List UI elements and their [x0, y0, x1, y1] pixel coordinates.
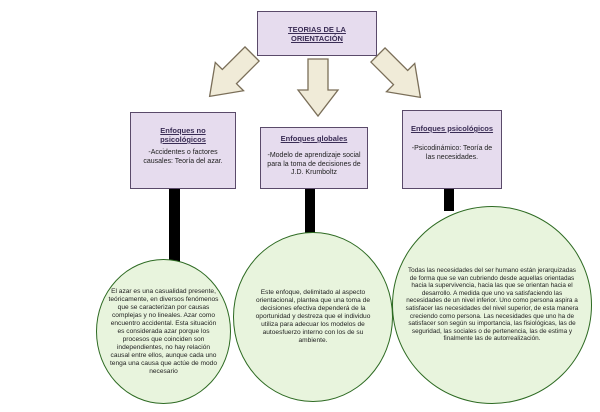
branch-title: Enfoques psicológicos	[409, 124, 495, 133]
branch-title-line1: Enfoques psicológicos	[410, 124, 494, 133]
root-title: TEORIAS DE LA ORIENTACIÓN	[258, 25, 376, 43]
branch-title-line1: Enfoques globales	[280, 134, 348, 143]
root-node: TEORIAS DE LA ORIENTACIÓN	[257, 11, 377, 56]
branch-description: -Modelo de aprendizaje social para la to…	[267, 152, 361, 176]
root-title-line1: TEORIAS DE LA	[288, 25, 346, 34]
branch-node-global: Enfoques globales -Modelo de aprendizaje…	[260, 127, 368, 189]
branch-description: -Psicodinámico: Teoría de las necesidade…	[411, 145, 493, 161]
circle-global: Este enfoque, delimitado al aspecto orie…	[233, 232, 393, 402]
circle-psychological: Todas las necesidades del ser humano est…	[392, 206, 592, 404]
stem-left	[169, 189, 180, 264]
branch-title: Enfoques no psicológicos	[137, 126, 229, 144]
branch-title: Enfoques globales	[267, 134, 361, 143]
branch-title-line2: psicológicos	[160, 135, 206, 144]
stem-center	[305, 189, 315, 237]
arrow-right	[369, 46, 422, 99]
circle-text: Este enfoque, delimitado al aspecto orie…	[255, 289, 371, 344]
arrow-center	[296, 58, 340, 118]
branch-node-non-psychological: Enfoques no psicológicos -Accidentes o f…	[130, 112, 236, 189]
branch-description: -Accidentes o factores causales: Teoría …	[143, 149, 223, 165]
circle-text: Todas las necesidades del ser humano est…	[405, 267, 579, 343]
branch-title-line1: Enfoques no	[160, 126, 206, 135]
circle-text: El azar es una casualidad presente, teór…	[108, 287, 219, 375]
stem-right	[444, 189, 454, 211]
branch-node-psychological: Enfoques psicológicos -Psicodinámico: Te…	[402, 110, 502, 189]
arrow-left	[208, 45, 261, 98]
circle-non-psychological: El azar es una casualidad presente, teór…	[96, 259, 231, 404]
root-title-line2: ORIENTACIÓN	[291, 34, 343, 43]
